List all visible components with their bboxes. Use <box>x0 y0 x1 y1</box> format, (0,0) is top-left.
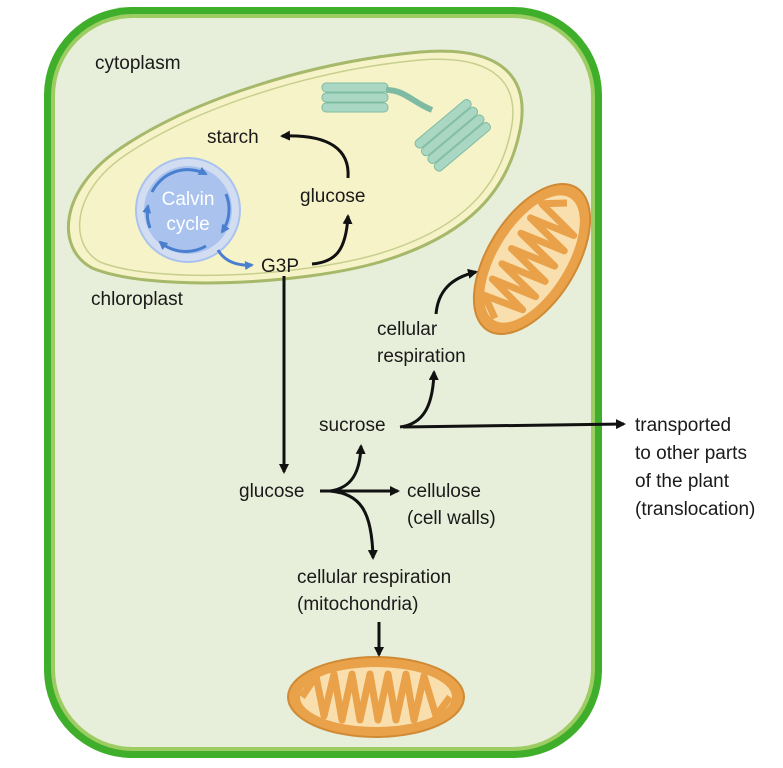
transported-line4: (translocation) <box>635 499 755 520</box>
calvin-cycle-arrow-icon <box>142 204 152 229</box>
calvin-cycle: Calvin cycle <box>135 157 254 270</box>
sucrose-to-transport-arrow <box>402 419 626 430</box>
thylakoid-stack-right <box>414 99 491 172</box>
sucrose-label: sucrose <box>319 415 386 436</box>
glucose-chloroplast-label: glucose <box>300 186 366 207</box>
calvin-to-g3p-arrow <box>216 249 254 270</box>
mitochondrion-upper <box>472 183 592 335</box>
calvin-cycle-arrow-icon <box>158 240 207 253</box>
calvin-cycle-arrow-icon <box>150 166 208 193</box>
chloroplast-label: chloroplast <box>91 289 184 310</box>
chloroplast: Calvin cycle starch glucose G3P <box>66 49 524 285</box>
thylakoid-stack-left <box>321 82 434 113</box>
glucose-cytoplasm-label: glucose <box>239 481 305 502</box>
cellular-respiration-upper-line1: cellular <box>377 319 438 340</box>
cellular-respiration-lower-line1: cellular respiration <box>297 567 451 588</box>
transported-line1: transported <box>635 415 731 436</box>
g3p-to-glucose-arrow <box>311 214 353 266</box>
cellular-respiration-lower-line2: (mitochondria) <box>297 594 418 615</box>
cycle-label: cycle <box>166 214 209 235</box>
cellular-respiration-upper-line2: respiration <box>377 346 466 367</box>
cellulose-line2: (cell walls) <box>407 508 496 529</box>
chloroplast-inner-membrane <box>78 58 514 277</box>
calvin-label: Calvin <box>162 189 215 210</box>
transported-line3: of the plant <box>635 471 730 492</box>
cellulose-line1: cellulose <box>407 481 481 502</box>
glucose-to-starch-arrow <box>280 130 350 179</box>
calvin-cycle-arrow-icon <box>220 193 231 234</box>
glucose-to-cellular-respiration-arrow <box>329 489 378 560</box>
cellular-respiration-to-mitochondrion-arrow <box>434 268 478 315</box>
transported-line2: to other parts <box>635 443 747 464</box>
glucose-to-sucrose-arrow <box>329 444 366 493</box>
mitochondrion-lower <box>287 656 465 738</box>
starch-label: starch <box>207 127 259 148</box>
cytoplasm-label: cytoplasm <box>95 53 181 74</box>
g3p-label: G3P <box>261 256 299 277</box>
